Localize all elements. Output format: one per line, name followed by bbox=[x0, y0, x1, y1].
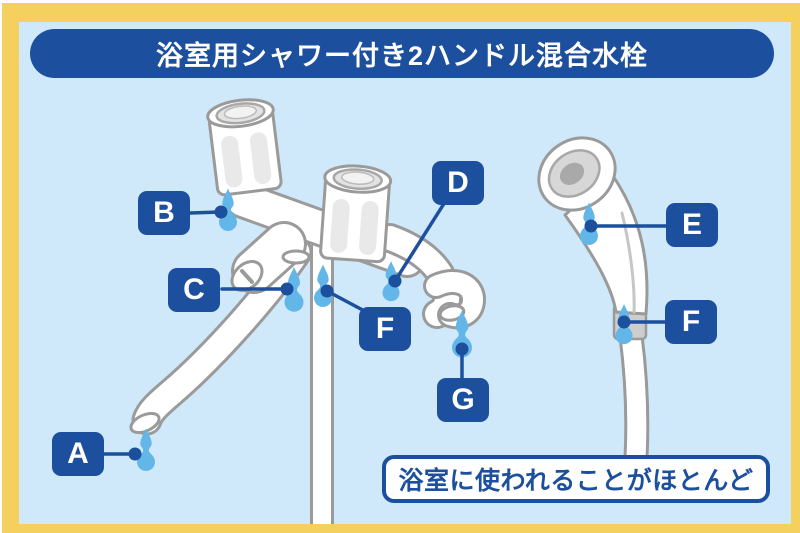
label-badge-g: G bbox=[437, 378, 489, 422]
page-title-text: 浴室用シャワー付き2ハンドル混合水栓 bbox=[155, 41, 648, 71]
caption-box: 浴室に使われることがほとんど bbox=[382, 455, 770, 503]
label-badge-e: E bbox=[666, 203, 718, 247]
label-badge-c: C bbox=[168, 268, 220, 312]
label-badge-f-right: F bbox=[665, 300, 717, 344]
page-title: 浴室用シャワー付き2ハンドル混合水栓 bbox=[30, 29, 774, 78]
label-letter-f-right: F bbox=[681, 305, 701, 338]
label-letter-g: G bbox=[451, 383, 475, 416]
label-badge-b: B bbox=[138, 191, 190, 235]
label-badge-f-center: F bbox=[359, 307, 411, 351]
label-letter-e: E bbox=[681, 208, 702, 241]
label-letter-b: B bbox=[153, 196, 175, 229]
label-letter-a: A bbox=[67, 437, 89, 470]
label-letter-d: D bbox=[447, 166, 469, 199]
label-letter-f-center: F bbox=[375, 312, 395, 345]
caption-text: 浴室に使われることがほとんど bbox=[398, 467, 754, 495]
label-badge-d: D bbox=[432, 161, 484, 205]
label-letter-c: C bbox=[183, 273, 205, 306]
label-badge-a: A bbox=[52, 432, 104, 476]
blue-canvas bbox=[19, 22, 791, 524]
